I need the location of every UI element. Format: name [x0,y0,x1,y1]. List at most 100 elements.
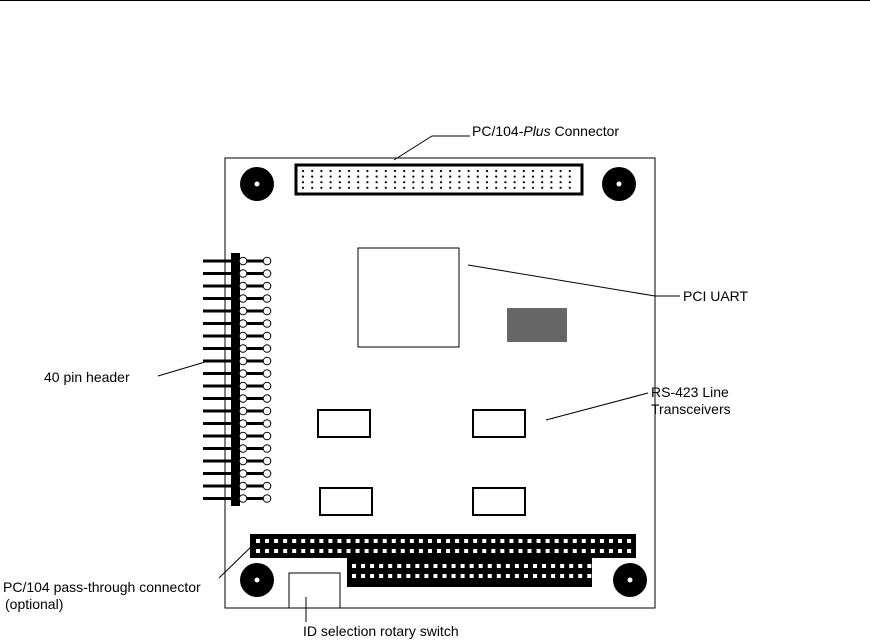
callout-id-switch: ID selection rotary switch [303,623,459,639]
pass-through-pin [424,564,429,568]
connector-pin [375,181,378,184]
header-pin-lead [203,284,267,288]
pass-through-pin [364,549,369,553]
connector-pin [513,175,516,178]
pass-through-pin [460,564,465,568]
connector-pin [421,175,424,178]
connector-pin [559,186,562,189]
connector-pin [375,186,378,189]
connector-pin [541,169,544,173]
header-pin-pad [238,319,248,328]
header-pin-lead [203,272,267,275]
connector-pin [403,175,406,178]
pass-through-pin [527,539,532,543]
pass-through-pin [469,574,474,578]
leader-pci-uart [467,264,680,297]
pass-through-pin [569,564,574,568]
connector-pin [550,181,553,184]
pass-through-pin [433,574,438,578]
header-pin-pad [262,331,272,341]
connector-pin [384,169,387,173]
connector-pin [347,186,351,189]
pass-through-pin [256,549,260,553]
pass-through-pin [469,564,474,568]
pass-through-pin [292,539,297,543]
pass-through-pin [518,539,523,543]
pass-through-pin [509,549,514,553]
connector-pin [320,181,323,184]
pass-through-pin [319,549,324,553]
connector-pin [531,186,535,189]
pass-through-pin [328,549,333,553]
connector-pin [458,186,461,189]
pass-through-pin [437,539,441,543]
header-pin-pad [262,494,272,503]
header-pin-pad [238,456,248,466]
pass-through-pin [509,539,514,543]
pass-through-pin [283,539,288,543]
pass-through-pin [496,574,501,578]
pass-through-pin [418,539,423,543]
pass-through-pin [388,564,393,568]
header-pin-pad [262,306,272,316]
connector-pin [467,181,470,184]
connector-pin [384,175,387,178]
pass-through-pin [274,549,279,553]
header-pin-pad [262,406,272,416]
connector-pin [495,181,498,184]
pin-header-pins [203,256,272,503]
pass-through-pin [337,549,342,553]
header-pin-pad [238,469,248,478]
pass-through-pin [406,574,411,578]
header-pin-lead [203,497,267,500]
pass-through-pin [265,549,270,553]
connector-pin [504,181,507,184]
pass-through-pin [310,549,315,553]
pass-through-pin [442,564,447,568]
pass-through-pin [563,549,568,553]
header-pin-pad [238,494,248,503]
pass-through-pin [608,549,613,553]
callout-rs423-line: RS-423 Line [651,384,729,400]
connector-pin [357,169,360,173]
connector-pin [347,175,351,178]
pass-through-pin [518,549,523,553]
pass-through-pin [400,549,405,553]
header-pin-lead [203,447,267,450]
header-pin-lead [203,347,267,350]
header-pin-pad [262,469,272,478]
pass-through-pin [563,539,568,543]
connector-pin [421,181,424,184]
connector-pin [476,175,479,178]
leader-pc104-plus [393,135,470,161]
connector-pin [513,181,516,184]
connector-pin [531,181,535,184]
pass-through-pin [581,549,586,553]
connector-pin [412,186,415,189]
header-pin-lead [203,434,267,438]
header-pin-pad [262,394,272,403]
pass-through-pin [397,564,402,568]
pass-through-pin [554,539,559,543]
connector-pin [485,175,489,178]
pass-through-pin [560,574,565,578]
connector-pin [485,186,489,189]
connector-pin [449,169,452,173]
pci-uart-chip [357,247,460,348]
header-pin-pad [262,269,272,278]
pass-through-pin [373,549,378,553]
pass-through-pin [464,539,469,543]
pass-through-pin [599,539,604,543]
pass-through-pin [491,549,496,553]
header-pin-lead [203,459,267,463]
connector-pin [338,175,341,178]
pass-through-pin [406,564,411,568]
header-pin-pad [238,256,248,266]
connector-pin [485,169,489,173]
connector-pin [430,181,433,184]
pass-through-pin [569,574,574,578]
id-rotary-switch [288,572,341,609]
connector-pin [476,186,479,189]
header-pin-pad [238,381,248,391]
connector-pin [320,175,323,178]
